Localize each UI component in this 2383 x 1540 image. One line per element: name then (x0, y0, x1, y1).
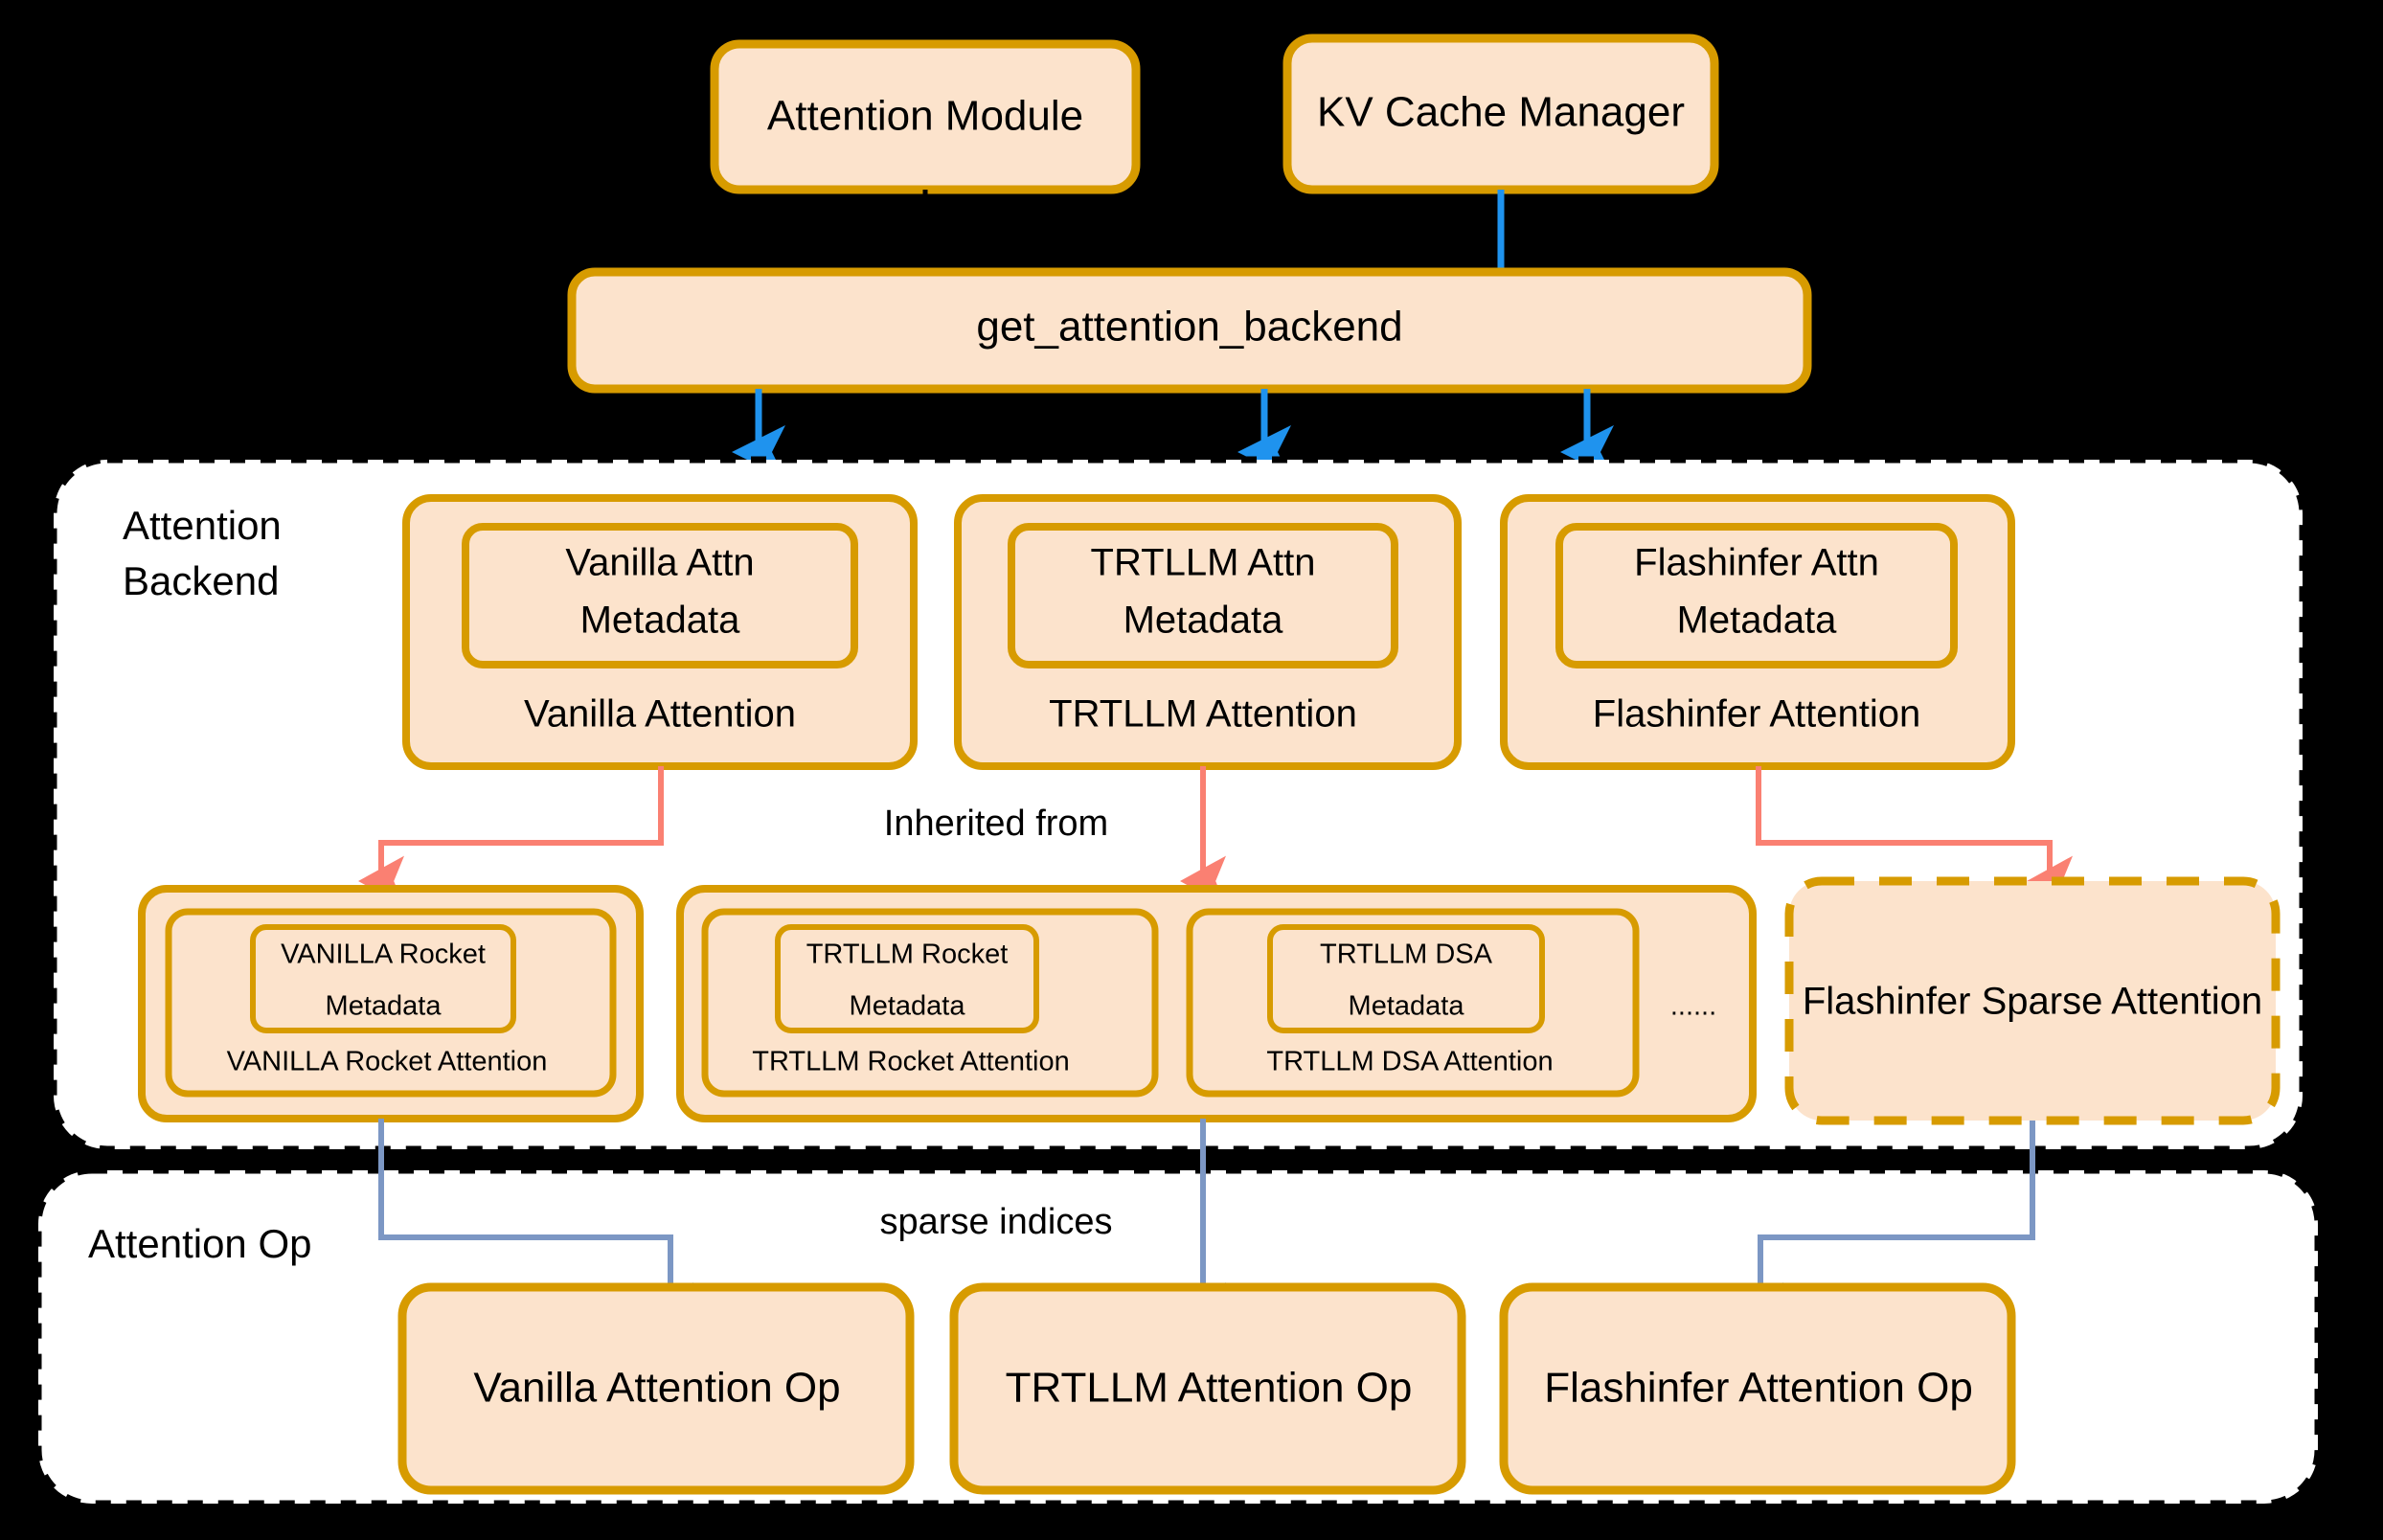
attention-op-card-vanilla[interactable]: Vanilla Attention Op (397, 1282, 915, 1495)
sparse-metadata-trtllm-rocket-border (775, 924, 1039, 1033)
backend-metadata-vanilla-fill (465, 527, 854, 665)
attention-op-card-vanilla-label: Vanilla Attention Op (473, 1365, 840, 1412)
sparse-metadata-vanilla-rocket-line1: VANILLA Rocket (281, 940, 486, 970)
sparse-metadata-vanilla-rocket-line2: Metadata (326, 991, 443, 1022)
attention-op-card-trtllm-label: TRTLLM Attention Op (1006, 1365, 1413, 1412)
attention-op-card-trtllm-fill (954, 1287, 1462, 1490)
sparse-card-vanilla-rocket-label: VANILLA Rocket Attention (227, 1047, 548, 1077)
sparse-metadata-vanilla-rocket-fill (253, 927, 513, 1030)
attention-module-box[interactable]: Attention Module (710, 39, 1141, 194)
kv-cache-manager-box-fill (1287, 38, 1714, 190)
attention-op-card-flashinfer-fill (1504, 1287, 2011, 1490)
sparse-metadata-trtllm-rocket-fill (778, 927, 1036, 1030)
backend-card-flashinfer[interactable]: Flashinfer Attn Metadata Flashinfer Atte… (1500, 494, 2015, 770)
kv-cache-manager-box[interactable]: KV Cache Manager (1282, 34, 1719, 194)
sparse-metadata-trtllm-rocket-line2: Metadata (850, 991, 966, 1022)
sparse-indices-vanilla-arrow (378, 1119, 693, 1334)
attention-op-card-flashinfer-border (1499, 1282, 2016, 1495)
sparse-metadata-vanilla-rocket-border (250, 924, 516, 1033)
sparse-card-trtllm-dsa-border (1186, 908, 1640, 1098)
sparse-group-vanilla-border (138, 885, 644, 1122)
sparse-group-trtllm-ellipsis: ...... (1670, 991, 1716, 1022)
backend-metadata-flashinfer-line2: Metadata (1677, 600, 1838, 642)
inherit-flashinfer-arrow (1756, 766, 2050, 881)
attention-module-box-fill (715, 44, 1136, 190)
backend-card-trtllm-label: TRTLLM Attention (1049, 693, 1357, 736)
kv-cache-manager-label: KV Cache Manager (1317, 89, 1685, 136)
inherit-vanilla-arrow (381, 766, 664, 881)
attention-op-card-vanilla-border (397, 1282, 915, 1495)
sparse-indices-edge-label: sparse indices (880, 1202, 1113, 1242)
sparse-metadata-trtllm-dsa-fill (1270, 927, 1542, 1030)
backend-card-trtllm[interactable]: TRTLLM Attn Metadata TRTLLM Attention (954, 494, 1462, 770)
attention-backend-panel-label-line2: Backend (123, 558, 279, 603)
flashinfer-sparse-attention-box-shape (1784, 876, 2281, 1125)
backend-metadata-flashinfer-border (1555, 523, 1958, 668)
attention-backend-panel-label-line1: Attention (123, 503, 282, 548)
backend-metadata-vanilla-line2: Metadata (580, 600, 741, 642)
sparse-metadata-trtllm-dsa-line2: Metadata (1349, 991, 1465, 1022)
sparse-group-vanilla[interactable]: VANILLA Rocket Metadata VANILLA Rocket A… (138, 885, 644, 1122)
sparse-metadata-trtllm-dsa-border (1267, 924, 1545, 1033)
attention-op-card-vanilla-fill (402, 1287, 910, 1490)
attention-op-card-flashinfer-label: Flashinfer Attention Op (1544, 1365, 1973, 1412)
get-attention-backend-box-fill (572, 272, 1807, 389)
get-attention-backend-box[interactable]: get_attention_backend (567, 267, 1812, 394)
backend-card-trtllm-border (954, 494, 1462, 770)
sparse-card-trtllm-rocket-label: TRTLLM Rocket Attention (752, 1047, 1070, 1077)
backend-card-vanilla[interactable]: Vanilla Attn Metadata Vanilla Attention (402, 494, 918, 770)
sparse-card-vanilla-rocket-border (165, 908, 617, 1098)
backend-metadata-trtllm-fill (1011, 527, 1395, 665)
flashinfer-sparse-attention-box[interactable]: Flashinfer Sparse Attention (1784, 876, 2281, 1125)
backend-metadata-flashinfer-line1: Flashinfer Attn (1634, 542, 1879, 584)
attention-op-card-trtllm[interactable]: TRTLLM Attention Op (949, 1282, 1466, 1495)
backend-card-flashinfer-label: Flashinfer Attention (1593, 693, 1920, 736)
attention-module-label: Attention Module (767, 93, 1083, 140)
sparse-card-trtllm-dsa-label: TRTLLM DSA Attention (1266, 1047, 1553, 1077)
attention-op-card-flashinfer[interactable]: Flashinfer Attention Op (1499, 1282, 2016, 1495)
backend-metadata-trtllm-border (1008, 523, 1398, 668)
backend-metadata-flashinfer-fill (1559, 527, 1954, 665)
backend-metadata-vanilla-border (462, 523, 858, 668)
backend-card-vanilla-label: Vanilla Attention (524, 693, 796, 736)
flashinfer-sparse-attention-label: Flashinfer Sparse Attention (1803, 981, 2262, 1023)
sparse-card-trtllm-rocket-border (701, 908, 1159, 1098)
backend-metadata-trtllm-line2: Metadata (1123, 600, 1284, 642)
sparse-group-trtllm-border (676, 885, 1757, 1122)
sparse-indices-flashinfer-arrow (1737, 1121, 2035, 1334)
get-attention-backend-box-border (567, 267, 1812, 394)
inherited-from-edge-label: Inherited from (884, 804, 1108, 844)
attention-op-panel-label: Attention Op (88, 1221, 311, 1266)
sparse-group-trtllm[interactable]: TRTLLM Rocket Metadata TRTLLM Rocket Att… (676, 885, 1757, 1122)
backend-metadata-vanilla-line1: Vanilla Attn (565, 542, 754, 584)
sparse-metadata-trtllm-dsa-line1: TRTLLM DSA (1320, 940, 1493, 970)
sparse-metadata-trtllm-rocket-line1: TRTLLM Rocket (806, 940, 1009, 970)
get-attention-backend-label: get_attention_backend (976, 304, 1402, 351)
attention-op-card-trtllm-border (949, 1282, 1466, 1495)
backend-metadata-trtllm-line1: TRTLLM Attn (1091, 542, 1316, 584)
